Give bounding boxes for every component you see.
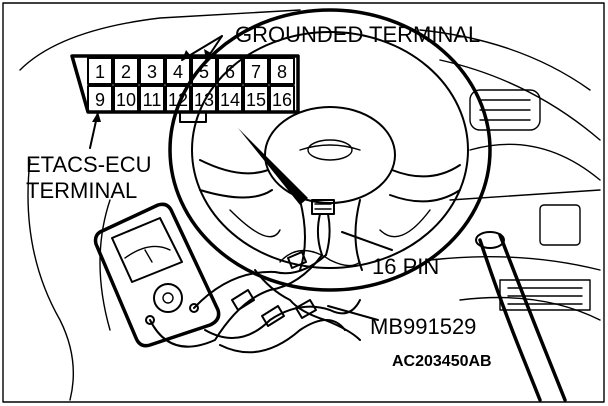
pin-16-label: 16 <box>272 90 292 110</box>
tool-number-label: MB991529 <box>370 314 476 339</box>
figure-border <box>2 2 605 403</box>
wheel-hub <box>264 106 396 204</box>
etacs-terminal-label: TERMINAL <box>26 178 137 203</box>
etacs-ecu-label: ETACS-ECU <box>26 152 152 177</box>
dashboard-sketch <box>19 9 601 402</box>
pin-12-13-bracket <box>179 111 207 123</box>
steering-wheel <box>168 8 492 292</box>
diagnostic-connector <box>311 199 335 256</box>
pin-14-label: 14 <box>220 90 240 110</box>
multimeter-dial-icon <box>153 283 183 313</box>
pin-11-label: 11 <box>143 90 162 110</box>
pin-8-label: 8 <box>277 62 287 82</box>
pin-12-label: 12 <box>168 90 188 110</box>
test-leads <box>149 249 361 354</box>
pin-1-label: 1 <box>95 62 105 82</box>
connector-pointer-arrow <box>238 128 308 205</box>
figure-code-label: AC203450AB <box>392 353 492 370</box>
multimeter <box>93 202 221 348</box>
pin-3-label: 3 <box>147 62 157 82</box>
tool-leader <box>327 305 379 321</box>
pinout-bottom-row: 9 10 11 12 13 14 15 16 <box>87 85 295 113</box>
pin-5-label: 5 <box>199 62 209 82</box>
etacs-leader <box>89 111 101 149</box>
grounded-terminal-leaders <box>181 35 223 61</box>
pin-13-label: 13 <box>194 90 214 110</box>
connector-pinout: 1 2 3 4 5 6 7 8 9 10 11 12 13 14 15 16 <box>70 54 300 123</box>
multimeter-display <box>111 217 183 283</box>
pin-4-label: 4 <box>173 62 183 82</box>
pin-9-label: 9 <box>95 90 105 110</box>
pinout-top-row: 1 2 3 4 5 6 7 8 <box>87 57 295 85</box>
pin-7-label: 7 <box>251 62 261 82</box>
pin-15-label: 15 <box>246 90 266 110</box>
brand-emblem-icon <box>307 139 353 161</box>
pin16-leader <box>341 231 393 251</box>
grounded-terminal-label: GROUNDED TERMINAL <box>235 22 480 47</box>
pin16-label: 16 PIN <box>372 254 439 279</box>
pin-2-label: 2 <box>121 62 131 82</box>
pin-6-label: 6 <box>225 62 235 82</box>
pin-10-label: 10 <box>116 90 136 110</box>
